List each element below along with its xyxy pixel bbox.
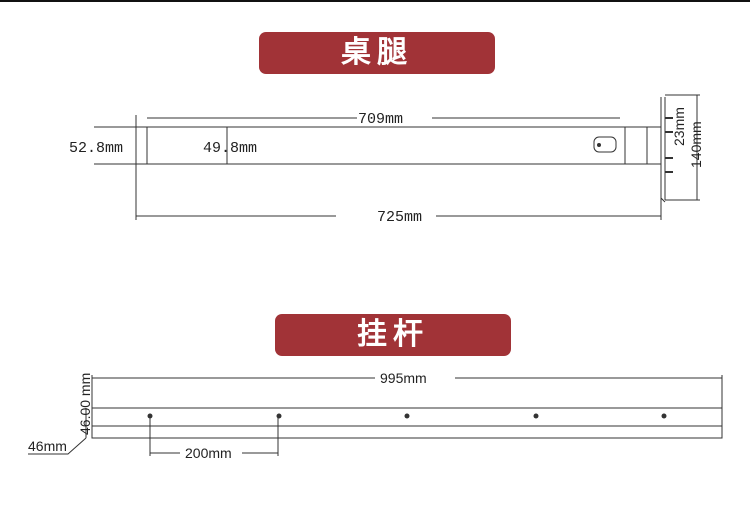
dim-725: 725mm	[377, 209, 422, 226]
hanging-rod-drawing	[28, 375, 723, 456]
desk-leg-title: 桌腿	[259, 32, 495, 74]
desk-leg-drawing	[94, 94, 700, 220]
top-border	[0, 0, 750, 2]
dim-995: 995mm	[380, 370, 427, 386]
dim-49-8: 49.8mm	[203, 140, 257, 157]
leg-end-cap	[135, 126, 148, 165]
dim-46-small: 46.00 mm	[77, 373, 93, 435]
dim-709: 709mm	[358, 111, 403, 128]
leg-sleeve	[624, 126, 648, 165]
rod-tube	[91, 407, 723, 439]
slot-hole	[593, 136, 617, 153]
dim-52-8: 52.8mm	[69, 140, 123, 157]
dim-46: 46mm	[28, 438, 67, 454]
mount-plate	[660, 97, 666, 203]
dim-200: 200mm	[185, 445, 232, 461]
hanging-rod-title: 挂杆	[275, 314, 511, 356]
dim-140: 140mm	[688, 121, 704, 168]
rod-holes	[147, 413, 667, 419]
dim-23: 23mm	[671, 107, 687, 146]
